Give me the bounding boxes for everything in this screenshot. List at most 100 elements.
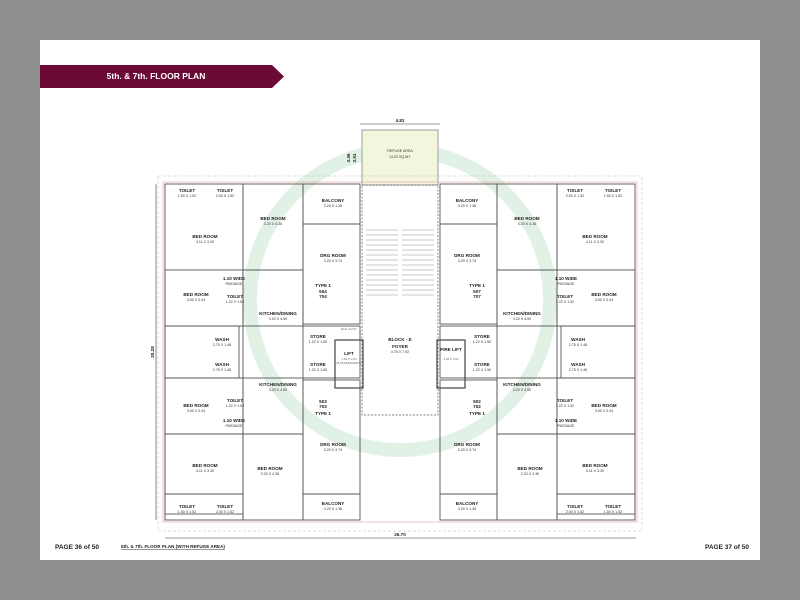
room-dimension: 3.20 X 3.74 (458, 259, 476, 263)
refuge-depth-dim: 3.36 (346, 153, 351, 162)
room-name: TOILET (179, 504, 195, 509)
foyer-dim: 4.75 X 7.92 (391, 350, 409, 354)
room-dimension: 1.50 X 1.52 (178, 194, 196, 198)
room-dimension: 3.00 X 3.04 (595, 409, 613, 413)
room-dimension: 2.75 X 1.46 (213, 343, 231, 347)
wall (242, 433, 304, 521)
room-name: TOILET (217, 188, 233, 193)
room-dimension: 1.22 X 1.52 (226, 404, 244, 408)
room-name: BALCONY (456, 198, 479, 203)
room-name: KITCHEN/DINING (259, 382, 297, 387)
room-dimension: 4.11 X 3.30 (196, 240, 214, 244)
wall (302, 325, 361, 379)
unit-number: 502 (473, 399, 481, 404)
room-name: STORE (310, 362, 326, 367)
room-name: TOILET (567, 188, 583, 193)
room-name: BED ROOM (582, 463, 607, 468)
page-number-left: PAGE 36 of 50 (55, 544, 99, 551)
room-dimension: 3.20 X 4.36 (521, 472, 539, 476)
unit-type: TYPE 1 (469, 411, 485, 416)
room-name: BED ROOM (591, 403, 616, 408)
room-name: DRG ROOM (454, 253, 480, 258)
room-name: BED ROOM (183, 403, 208, 408)
room-name: KITCHEN/DINING (259, 311, 297, 316)
room-dimension: 1.22 X 1.50 (309, 368, 327, 372)
room-dimension: 2.75 X 1.46 (213, 368, 231, 372)
room-name: BED ROOM (257, 466, 282, 471)
room-name: BED ROOM (517, 466, 542, 471)
room-dimension: 3.00 X 3.04 (187, 409, 205, 413)
wall (164, 493, 244, 521)
room-dimension: 3.20 X 1.36 (324, 204, 342, 208)
room-name: BED ROOM (192, 234, 217, 239)
unit-number: 703 (319, 404, 327, 409)
lift-dim: 1.63 X 2.02 (341, 357, 357, 361)
room-name: BED ROOM (183, 292, 208, 297)
wall (556, 493, 636, 521)
page-number-right: PAGE 37 of 50 (705, 544, 749, 551)
room-dimension: 4.11 X 3.30 (586, 240, 604, 244)
room-dimension: 2.00 X 1.52 (566, 194, 584, 198)
room-dimension: 2.00 X 1.52 (216, 194, 234, 198)
wall (439, 379, 498, 495)
section-banner: 5th. & 7th. FLOOR PLAN (40, 65, 284, 88)
room-dimension: 1.22 X 1.52 (226, 300, 244, 304)
room-dimension: 3.20 X 1.36 (458, 204, 476, 208)
room-name: BED ROOM (582, 234, 607, 239)
room-dimension: 1.50 X 1.52 (178, 510, 196, 514)
refuge-area-value: 13.03 SQ.MT. (389, 155, 411, 159)
block-label: BLOCK - E (388, 337, 411, 342)
room-dimension: 3.20 X 4.50 (269, 317, 287, 321)
lift-label: LIFT (344, 351, 354, 356)
room-name: WASH (215, 337, 229, 342)
room-dimension: 2.00 X 1.52 (216, 510, 234, 514)
room-dimension: 3.20 X 4.36 (264, 222, 282, 226)
lift-shaft (334, 339, 364, 389)
room-dimension: 3.20 X 3.74 (324, 259, 342, 263)
wall (302, 223, 361, 325)
room-name: TOILET (179, 188, 195, 193)
room-name: TOILET (557, 294, 573, 299)
room-dimension: 1.50 X 1.52 (604, 194, 622, 198)
document-page (40, 40, 760, 560)
room-name: 1.10 WIDE (555, 276, 577, 281)
room-name: BED ROOM (260, 216, 285, 221)
room-dimension: 1.22 X 1.50 (473, 368, 491, 372)
wall (439, 223, 498, 325)
room-dimension: 2.00 X 1.52 (566, 510, 584, 514)
outer-wall-line (162, 181, 638, 523)
room-dimension: 3.20 X 3.74 (324, 448, 342, 452)
duct-label: ELE. DUCT (341, 327, 357, 331)
room-dimension: 3.20 X 4.36 (261, 472, 279, 476)
projection-outline (157, 175, 643, 532)
room-name: BALCONY (322, 198, 345, 203)
wall (302, 379, 361, 495)
room-dimension: 3.20 X 4.50 (269, 388, 287, 392)
room-name: BALCONY (456, 501, 479, 506)
room-name: KITCHEN/DINING (503, 382, 541, 387)
refuge-depth-dim-2: 3.91 (352, 153, 357, 162)
room-name: BED ROOM (591, 292, 616, 297)
fire-lift-dim: 1.63 X 2.02 (443, 357, 459, 361)
room-dimension: PASSAGE (558, 424, 576, 428)
watermark-seal (243, 143, 557, 457)
fire-lift-label: FIRE LIFT (440, 347, 462, 352)
room-name: WASH (571, 362, 585, 367)
unit-number: 507 (473, 289, 481, 294)
unit-number: 707 (473, 294, 481, 299)
unit-type: TYPE 1 (315, 283, 331, 288)
unit-number: 504 (319, 289, 327, 294)
room-name: TOILET (217, 504, 233, 509)
room-name: WASH (571, 337, 585, 342)
room-dimension: 4.11 X 3.30 (586, 469, 604, 473)
plan-caption: 5th. & 7th. FLOOR PLAN (WITH REFUGE AREA… (121, 544, 225, 549)
core-boundary (361, 184, 439, 416)
room-name: 1.10 WIDE (555, 418, 577, 423)
room-dimension: 4.11 X 3.30 (196, 469, 214, 473)
room-dimension: 3.20 X 4.50 (513, 317, 531, 321)
refuge-width-dim: 4.81 (396, 118, 405, 123)
unit-number: 704 (319, 294, 327, 299)
room-dimension: 3.20 X 4.50 (513, 388, 531, 392)
unit-number: 503 (319, 399, 327, 404)
room-dimension: 1.22 X 1.50 (473, 340, 491, 344)
